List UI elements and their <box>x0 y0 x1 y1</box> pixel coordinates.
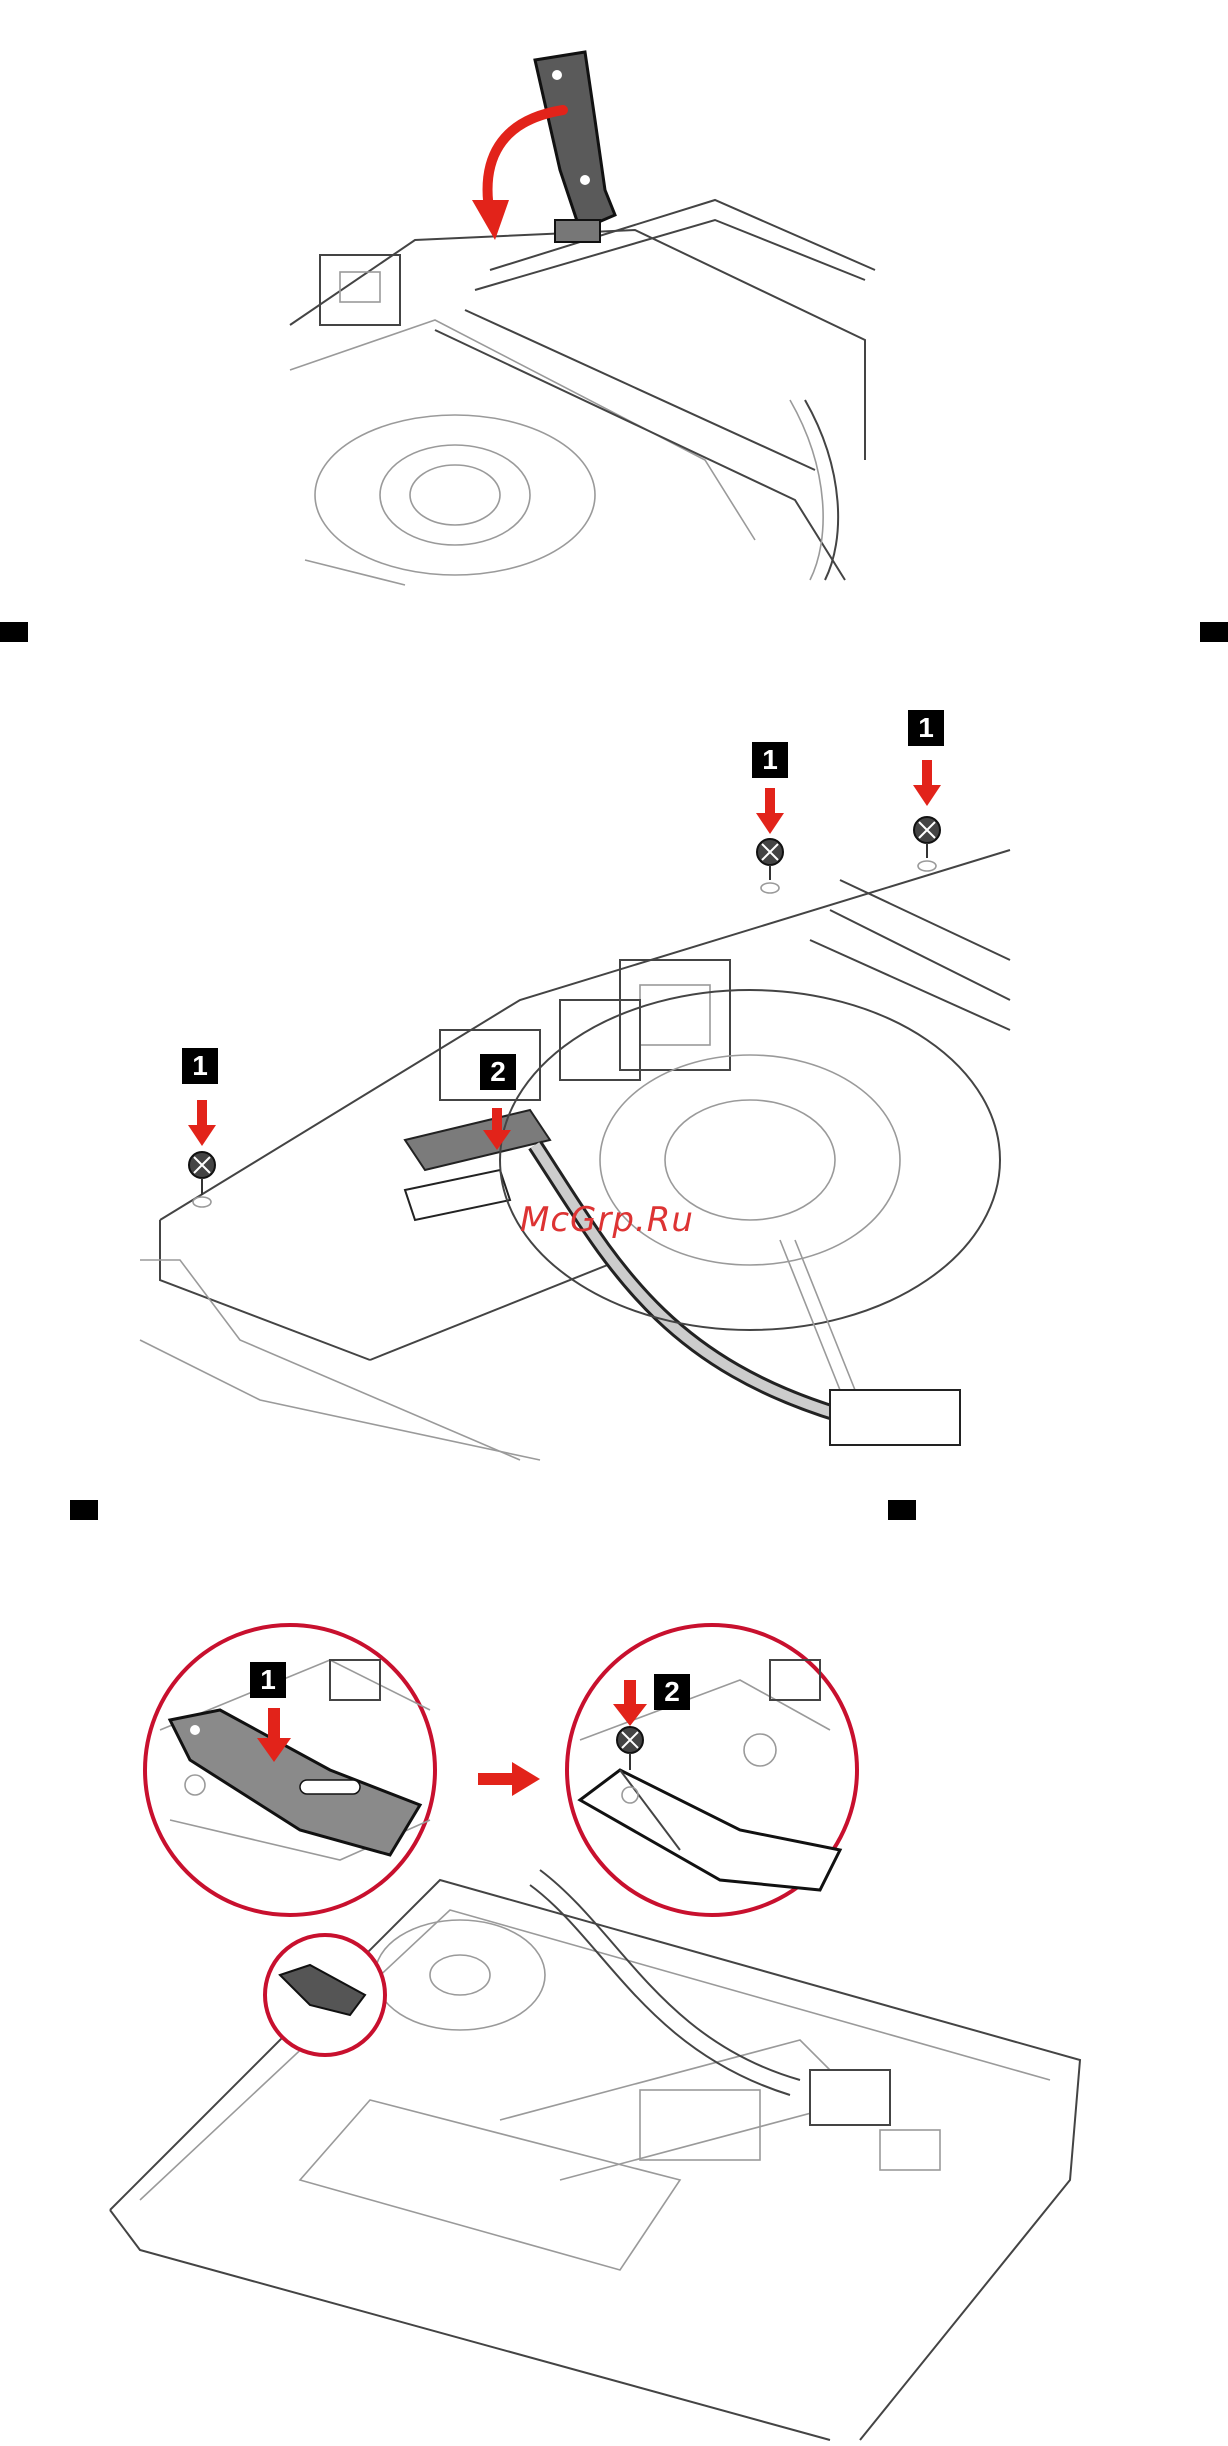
down-arrow-icon <box>188 1100 216 1146</box>
callout-badge: 1 <box>182 1048 218 1084</box>
step-marker-right <box>1200 622 1228 642</box>
callout-badge: 1 <box>250 1662 286 1698</box>
callout-badge: 1 <box>908 710 944 746</box>
watermark: McGrp.Ru <box>520 1200 694 1240</box>
figure-screws-connector <box>140 700 1010 1460</box>
step-marker-left <box>70 1500 98 1520</box>
callout-badge: 2 <box>480 1054 516 1090</box>
figure-bracket-lift <box>285 40 875 580</box>
step-marker-right <box>888 1500 916 1520</box>
figure-bracket-install <box>100 1620 1080 2440</box>
screw-icon <box>914 817 940 871</box>
down-arrow-icon <box>913 760 941 806</box>
screw-icon <box>757 839 783 893</box>
right-arrow-icon <box>478 1762 540 1796</box>
step-marker-left <box>0 622 28 642</box>
down-arrow-icon <box>756 788 784 834</box>
callout-badge: 2 <box>654 1674 690 1710</box>
callout-badge: 1 <box>752 742 788 778</box>
